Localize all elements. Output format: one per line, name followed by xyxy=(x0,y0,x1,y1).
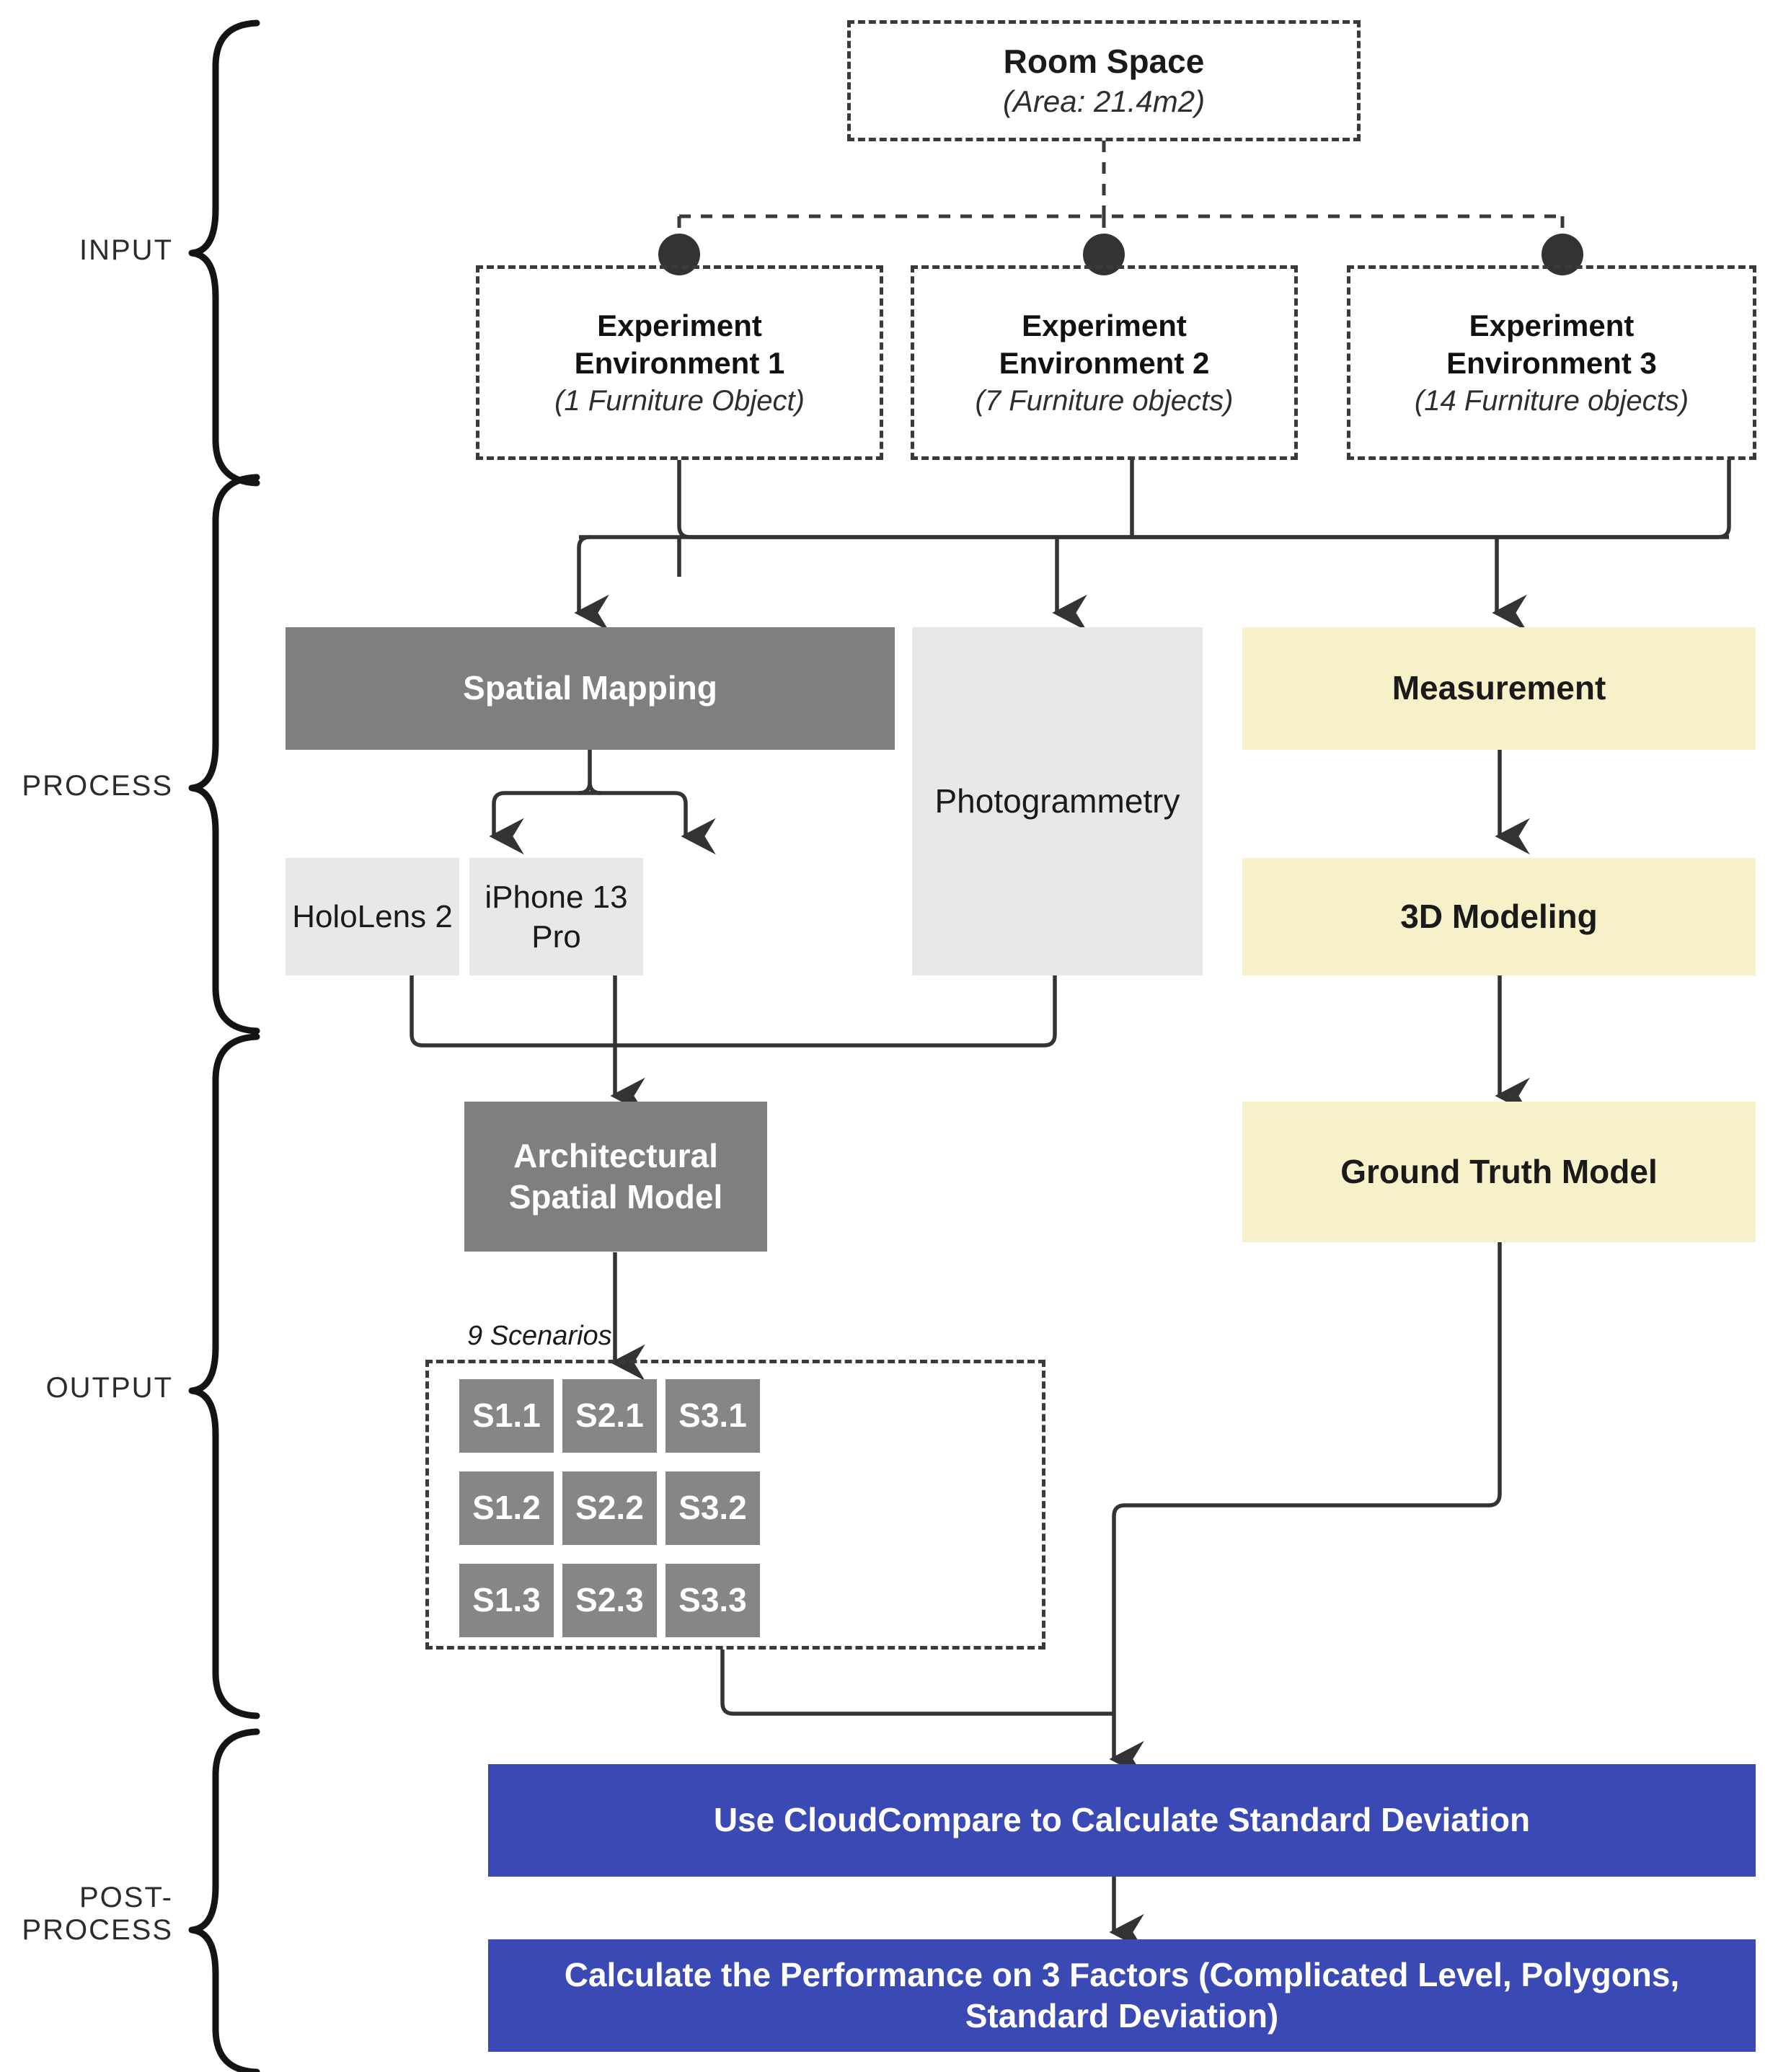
stage-label-output: OUTPUT xyxy=(22,1372,173,1404)
room-space-area: (Area: 21.4m2) xyxy=(1002,84,1206,118)
stage-label-postprocess: POST- PROCESS xyxy=(0,1882,173,1947)
spatial-mapping-label: Spatial Mapping xyxy=(463,669,717,707)
env-3-line1: Experiment xyxy=(1469,308,1635,342)
experiment-environment-1-box[interactable]: Experiment Environment 1 (1 Furniture Ob… xyxy=(476,265,883,460)
ground-truth-model-box[interactable]: Ground Truth Model xyxy=(1242,1102,1756,1242)
measurement-label: Measurement xyxy=(1392,669,1606,707)
scenario-tile-s3-3[interactable]: S3.3 xyxy=(665,1564,760,1637)
hololens-box[interactable]: HoloLens 2 xyxy=(286,858,459,975)
env-1-line1: Experiment xyxy=(597,308,762,342)
modeling-3d-box[interactable]: 3D Modeling xyxy=(1242,858,1756,975)
scenario-tile-s3-1-label: S3.1 xyxy=(678,1396,747,1435)
stage-label-process: PROCESS xyxy=(7,770,173,802)
env-3-line2: Environment 3 xyxy=(1446,346,1657,380)
performance-box[interactable]: Calculate the Performance on 3 Factors (… xyxy=(488,1939,1756,2052)
photogrammetry-box[interactable]: Photogrammetry xyxy=(912,627,1203,975)
ground-truth-model-label: Ground Truth Model xyxy=(1340,1152,1658,1190)
env-2-line1: Experiment xyxy=(1022,308,1187,342)
stage-label-output-text: OUTPUT xyxy=(45,1372,173,1404)
scenario-tile-s1-1[interactable]: S1.1 xyxy=(459,1379,554,1453)
architectural-spatial-model-label: Architectural Spatial Model xyxy=(508,1136,723,1216)
stage-label-process-text: PROCESS xyxy=(22,770,173,802)
scenario-tile-s1-2[interactable]: S1.2 xyxy=(459,1471,554,1545)
env-2-line2: Environment 2 xyxy=(999,346,1210,380)
cloudcompare-label: Use CloudCompare to Calculate Standard D… xyxy=(713,1801,1531,1839)
measurement-box[interactable]: Measurement xyxy=(1242,627,1756,750)
scenarios-caption: 9 Scenarios xyxy=(467,1321,612,1351)
scenario-tile-s3-1[interactable]: S3.1 xyxy=(665,1379,760,1453)
scenario-tile-s2-1-label: S2.1 xyxy=(575,1396,644,1435)
room-space-title: Room Space xyxy=(1003,43,1205,80)
stage-label-input-text: INPUT xyxy=(79,234,173,266)
stage-label-postprocess-line1: POST- xyxy=(79,1882,173,1913)
scenario-tile-s2-3-label: S2.3 xyxy=(575,1581,644,1619)
iphone-label: iPhone 13 Pro xyxy=(485,879,628,955)
stage-label-postprocess-line2: PROCESS xyxy=(22,1913,173,1946)
scenario-tile-s2-1[interactable]: S2.1 xyxy=(562,1379,657,1453)
modeling-3d-label: 3D Modeling xyxy=(1400,897,1598,935)
scenario-tile-s3-2[interactable]: S3.2 xyxy=(665,1471,760,1545)
experiment-environment-2-box[interactable]: Experiment Environment 2 (7 Furniture ob… xyxy=(911,265,1298,460)
spatial-mapping-box[interactable]: Spatial Mapping xyxy=(286,627,895,750)
architectural-spatial-model-box[interactable]: Architectural Spatial Model xyxy=(464,1102,767,1252)
env-1-line2: Environment 1 xyxy=(574,346,785,380)
scenario-tile-s1-2-label: S1.2 xyxy=(472,1489,541,1527)
stage-label-input: INPUT xyxy=(29,234,173,267)
iphone-box[interactable]: iPhone 13 Pro xyxy=(469,858,643,975)
room-space-box[interactable]: Room Space (Area: 21.4m2) xyxy=(847,20,1361,141)
scenario-tile-s1-3[interactable]: S1.3 xyxy=(459,1564,554,1637)
env-1-sub: (1 Furniture Object) xyxy=(554,384,805,417)
scenario-tile-s2-2[interactable]: S2.2 xyxy=(562,1471,657,1545)
scenario-tile-s3-3-label: S3.3 xyxy=(678,1581,747,1619)
scenarios-group-box[interactable] xyxy=(425,1360,1045,1650)
scenario-tile-s1-3-label: S1.3 xyxy=(472,1581,541,1619)
scenario-tile-s2-3[interactable]: S2.3 xyxy=(562,1564,657,1637)
hololens-label: HoloLens 2 xyxy=(292,899,453,934)
cloudcompare-box[interactable]: Use CloudCompare to Calculate Standard D… xyxy=(488,1764,1756,1877)
scenario-tile-s1-1-label: S1.1 xyxy=(472,1396,541,1435)
scenario-tile-s3-2-label: S3.2 xyxy=(678,1489,747,1527)
experiment-environment-3-box[interactable]: Experiment Environment 3 (14 Furniture o… xyxy=(1347,265,1756,460)
scenario-tile-s2-2-label: S2.2 xyxy=(575,1489,644,1527)
performance-label: Calculate the Performance on 3 Factors (… xyxy=(564,1955,1680,2035)
env-3-sub: (14 Furniture objects) xyxy=(1414,384,1689,417)
env-2-sub: (7 Furniture objects) xyxy=(975,384,1234,417)
photogrammetry-label: Photogrammetry xyxy=(934,782,1180,820)
